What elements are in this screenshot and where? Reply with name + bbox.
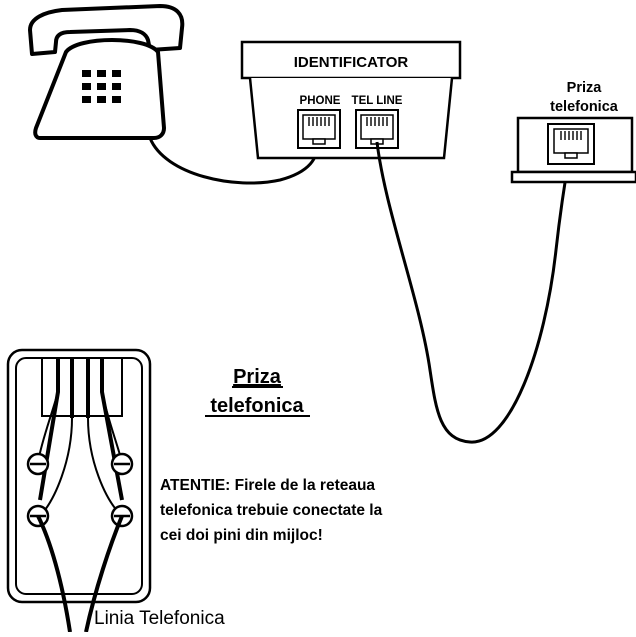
phone-cable xyxy=(148,137,320,185)
warning-line1: ATENTIE: Firele de la reteaua xyxy=(160,477,375,494)
rj11-jack-icon xyxy=(547,123,595,165)
rj11-jack-icon xyxy=(297,109,341,149)
wall-socket-label-line2: telefonica xyxy=(550,99,619,115)
wall-socket-label-line1: Priza xyxy=(567,80,603,96)
telephone-icon xyxy=(28,4,185,140)
rj11-jack-icon xyxy=(355,109,399,149)
socket-detail xyxy=(6,348,152,633)
warning-line2: telefonica trebuie conectate la xyxy=(160,502,383,519)
warning-line3: cei doi pini din mijloc! xyxy=(160,527,323,544)
line-cable xyxy=(375,141,572,444)
identifier-title: IDENTIFICATOR xyxy=(294,54,409,71)
socket-detail-title-line1: Priza xyxy=(233,366,282,388)
phone-line-label: Linia Telefonica xyxy=(94,608,225,629)
port-phone-label: PHONE xyxy=(300,95,341,107)
port-line-label: TEL LINE xyxy=(352,95,403,107)
identifier-device: IDENTIFICATOR PHONE TEL LINE xyxy=(240,40,462,160)
socket-detail-title-line2: telefonica xyxy=(210,395,304,417)
wall-socket: Priza telefonica xyxy=(510,80,636,184)
